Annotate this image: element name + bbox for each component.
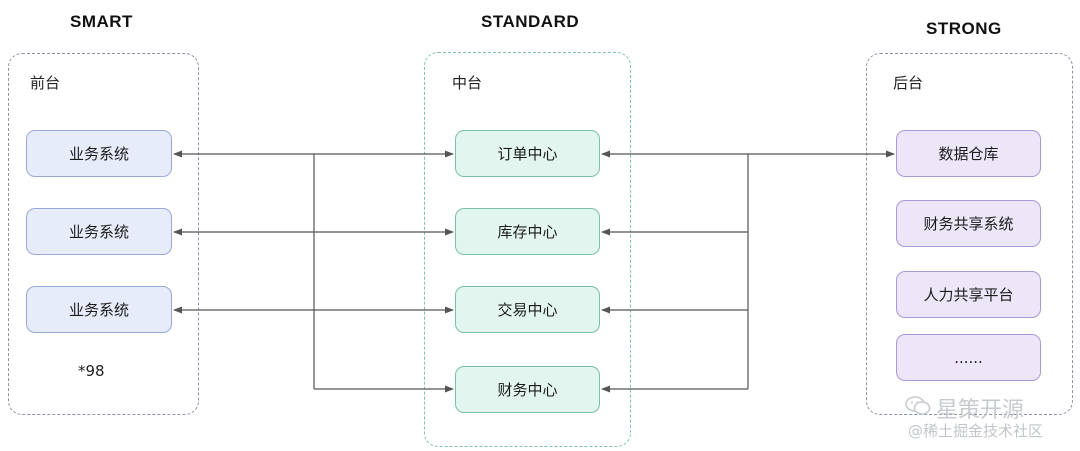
front-business-system-1: 业务系统 bbox=[26, 130, 172, 177]
more-systems: ...... bbox=[896, 334, 1041, 381]
data-warehouse: 数据仓库 bbox=[896, 130, 1041, 177]
transaction-center: 交易中心 bbox=[455, 286, 600, 333]
middle-panel bbox=[424, 52, 631, 447]
hr-shared-platform: 人力共享平台 bbox=[896, 271, 1041, 318]
title-standard: STANDARD bbox=[481, 12, 580, 31]
middle-panel-label: 中台 bbox=[452, 74, 483, 92]
wechat-logo-icon bbox=[905, 396, 931, 415]
finance-center: 财务中心 bbox=[455, 366, 600, 413]
front-panel-label: 前台 bbox=[30, 74, 61, 92]
back-panel-label: 后台 bbox=[893, 74, 924, 92]
watermark-sub: @稀土掘金技术社区 bbox=[908, 422, 1044, 440]
watermark-main: 星策开源 bbox=[936, 398, 1025, 423]
title-strong: STRONG bbox=[926, 19, 1002, 38]
order-center: 订单中心 bbox=[455, 130, 600, 177]
front-business-system-2: 业务系统 bbox=[26, 208, 172, 255]
front-business-system-3: 业务系统 bbox=[26, 286, 172, 333]
front-panel bbox=[8, 53, 199, 415]
back-panel bbox=[866, 53, 1073, 415]
title-smart: SMART bbox=[70, 12, 133, 31]
inventory-center: 库存中心 bbox=[455, 208, 600, 255]
front-note: *98 bbox=[78, 362, 105, 380]
finance-shared-system: 财务共享系统 bbox=[896, 200, 1041, 247]
